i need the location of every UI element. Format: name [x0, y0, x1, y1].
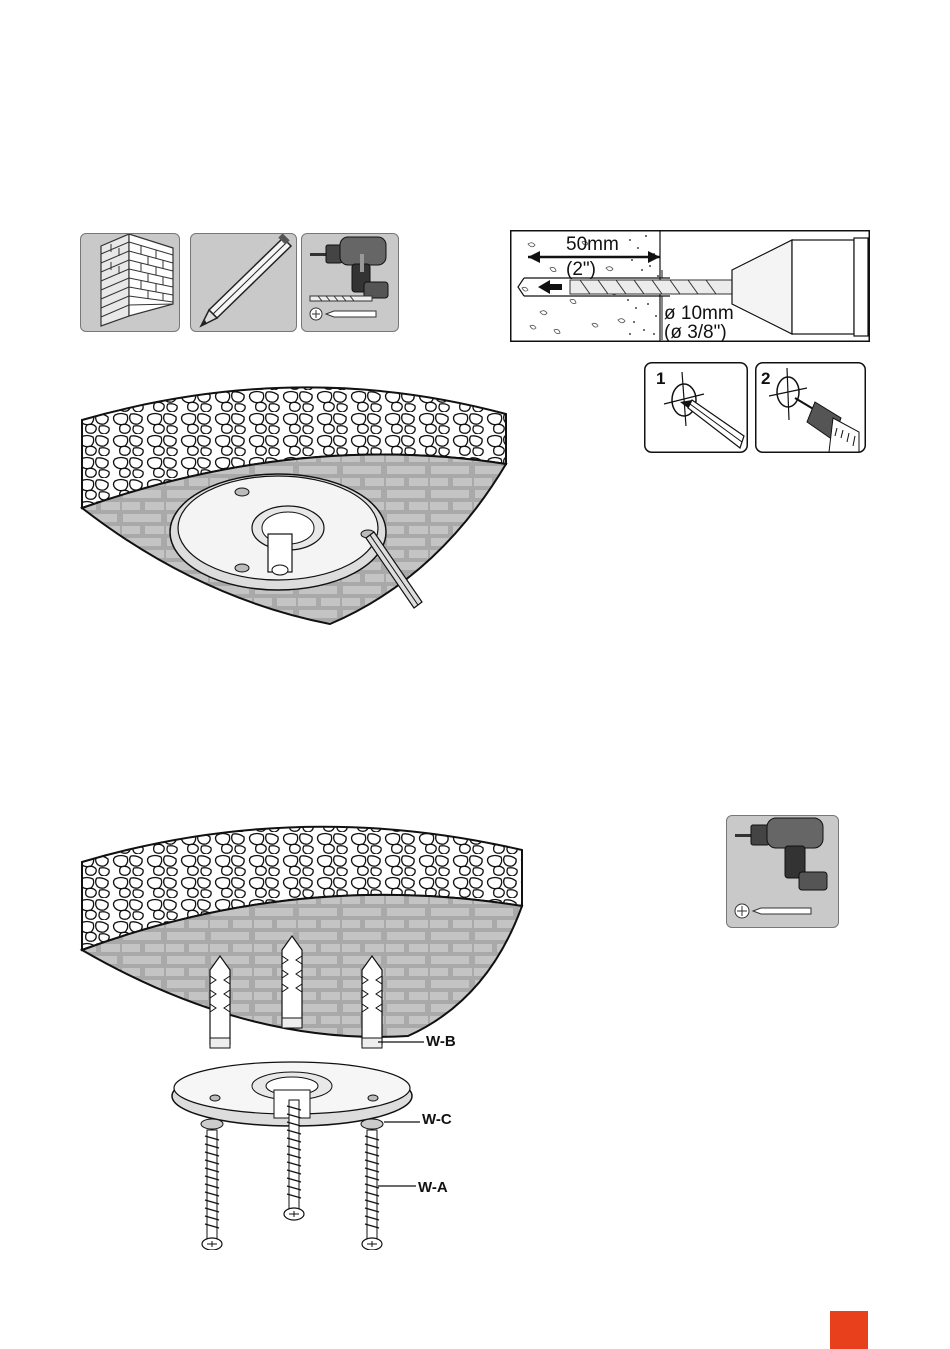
drill-depth-detail: 50mm (2") ø 10mm (ø 3/8") — [510, 230, 870, 342]
step-drill-number: 2 — [761, 369, 770, 388]
drill-diameter-in: (ø 3/8") — [664, 322, 727, 342]
page-marker — [830, 1311, 868, 1349]
pencil-icon — [191, 234, 296, 331]
drill-depth-in: (2") — [566, 259, 596, 280]
drill-diameter-mm: ø 10mm — [664, 303, 734, 324]
step-mark-number: 1 — [656, 369, 665, 388]
mounting-screw — [202, 1130, 222, 1250]
drill-bit-icon — [308, 292, 394, 304]
ceiling-marking-illustration — [78, 368, 510, 632]
brick-wall-icon — [81, 234, 179, 331]
ceiling-mounting-illustration — [78, 810, 526, 1250]
step-mark-box: 1 — [644, 362, 748, 453]
wall-anchor — [362, 956, 382, 1048]
washer-label: W-C — [422, 1111, 452, 1128]
wall-anchor — [210, 956, 230, 1048]
washer — [361, 1119, 383, 1129]
phillips-screwdriver-icon — [308, 306, 394, 322]
pencil-tool-box — [190, 233, 297, 332]
wall-anchor — [282, 936, 302, 1028]
step-drill-box: 2 — [755, 362, 866, 453]
drill-depth-mm: 50mm — [566, 234, 619, 255]
screw-label: W-A — [418, 1179, 448, 1196]
phillips-screwdriver-icon — [733, 902, 831, 920]
drill-tool-box — [301, 233, 399, 332]
ceiling-base-plate — [170, 474, 386, 590]
anchor-label: W-B — [426, 1033, 456, 1050]
drill-bit — [570, 280, 740, 294]
washer — [201, 1119, 223, 1129]
brick-wall-tool-box — [80, 233, 180, 332]
mounting-screw — [362, 1130, 382, 1250]
drill-screwdriver-tool-box — [726, 815, 839, 928]
